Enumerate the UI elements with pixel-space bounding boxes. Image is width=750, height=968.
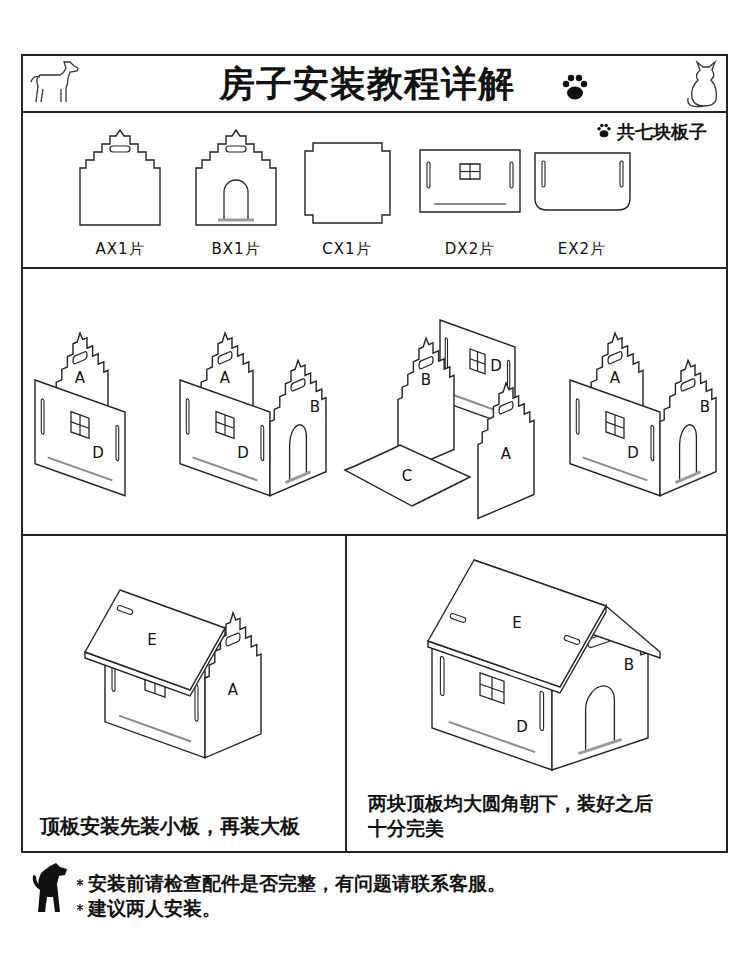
roof-board-e xyxy=(428,560,606,687)
board-b xyxy=(660,348,716,496)
slot xyxy=(450,613,467,623)
caption-text: 两块顶板均大圆角朝下，装好之后 十分完美 xyxy=(368,791,672,842)
step-panel: 两块顶板均大圆角朝下，装好之后 十分完美 xyxy=(346,535,727,852)
frame xyxy=(22,55,727,852)
board-b xyxy=(270,348,326,496)
slot xyxy=(117,605,134,615)
part-label: EX2片 xyxy=(558,241,606,258)
bullet-stroke xyxy=(77,881,83,885)
board-letter: D xyxy=(516,719,528,736)
outer-frame xyxy=(22,55,727,852)
board-d xyxy=(570,380,660,496)
bullet-stroke xyxy=(77,906,83,910)
note-text: 安装前请检查配件是否完整，有问题请联系客服。 xyxy=(88,873,506,894)
board-letter: D xyxy=(237,445,249,462)
divider xyxy=(22,534,727,536)
divider xyxy=(22,267,727,269)
board-letter: B xyxy=(310,399,320,416)
part-label: BX1片 xyxy=(211,241,260,258)
roof-step xyxy=(85,590,261,758)
board-d xyxy=(180,380,270,496)
step-three xyxy=(345,320,534,519)
board-letter: A xyxy=(610,370,620,387)
bullet-stroke xyxy=(77,906,83,910)
dog-silhouette xyxy=(33,863,67,912)
finished-house xyxy=(428,560,660,770)
board-c xyxy=(345,445,470,506)
cat-icon xyxy=(688,62,717,107)
board-letter: B xyxy=(421,372,431,389)
board-letter: D xyxy=(627,445,639,462)
part-label: DX2片 xyxy=(445,241,495,258)
caption-text: 顶板安装先装小板，再装大板 xyxy=(40,813,300,840)
board-letter: D xyxy=(92,445,104,462)
note-text: 建议两人安装。 xyxy=(88,898,221,919)
board-letter: A xyxy=(75,370,85,387)
board-letter: E xyxy=(147,632,156,649)
board-letter: B xyxy=(624,657,634,674)
board-d xyxy=(35,380,125,496)
part-a xyxy=(80,130,160,225)
board-letter: C xyxy=(402,468,412,485)
board-letter: B xyxy=(700,399,710,416)
paw-print xyxy=(597,124,610,138)
bullet-stroke xyxy=(77,881,83,885)
page-title: 房子安装教程详解 xyxy=(22,55,727,112)
step-four xyxy=(570,321,716,496)
board-letter: A xyxy=(228,682,238,699)
divider xyxy=(345,535,347,852)
part-label: AX1片 xyxy=(95,241,144,258)
slot xyxy=(564,635,581,645)
board-a xyxy=(478,371,534,519)
bullet-star xyxy=(77,904,83,911)
bullet-star xyxy=(77,879,83,886)
paw-print xyxy=(563,75,587,100)
step-one xyxy=(35,321,125,496)
divider xyxy=(22,111,727,113)
panel-heading: 共七块板子 xyxy=(617,120,707,144)
roof-board-e xyxy=(85,590,225,690)
part-b xyxy=(196,130,276,225)
board-letter: D xyxy=(490,358,502,375)
part-label: CX1片 xyxy=(322,241,371,258)
part-d xyxy=(420,150,520,212)
step-two xyxy=(180,321,326,496)
board-letter: A xyxy=(220,370,230,387)
part-e xyxy=(535,153,630,210)
step-panel: 顶板安装先装小板，再装大板 xyxy=(22,535,346,852)
board-letter: A xyxy=(501,446,511,463)
board-letter: E xyxy=(512,615,521,632)
part-c xyxy=(305,143,390,223)
dog-icon xyxy=(31,62,78,102)
